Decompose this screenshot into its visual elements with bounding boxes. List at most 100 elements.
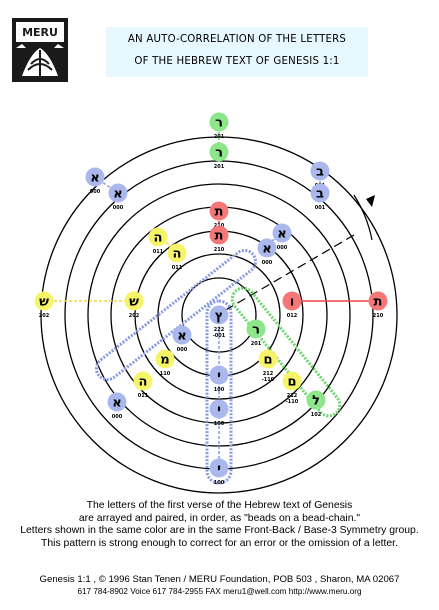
bead-number: 001 (315, 205, 326, 211)
bead-number: 110 (160, 371, 171, 377)
bead-letter: ר (215, 146, 223, 161)
bead-circle (209, 399, 229, 419)
bead-letter: ב (316, 165, 324, 180)
bead-letter: א (112, 396, 121, 411)
line-he (157, 236, 178, 251)
bead-tav-right: ת 210 (368, 291, 388, 319)
bead-yod-2: י 100 (209, 399, 229, 427)
bead-circle (124, 291, 144, 311)
caption-line-4: This pattern is strong enough to correct… (41, 537, 398, 549)
bead-circle (282, 291, 302, 311)
bead-chain-diagram: ר201ר201ב001ב001א000א000ת210ת210א000א000… (34, 112, 398, 494)
bead-number: 210 (214, 247, 225, 253)
bead-circle (282, 371, 302, 391)
bead-letter: א (277, 227, 286, 242)
bead-he-bottom: ה 011 (133, 371, 153, 399)
bead-letter: א (90, 171, 99, 186)
bead-number: 100 (214, 387, 225, 393)
bead-number: -110 (286, 399, 299, 405)
bead-circle (209, 112, 229, 132)
bead-letter: ב (316, 187, 324, 202)
bead-alef-bottom: א 000 (107, 392, 127, 420)
bead-number: 102 (311, 412, 322, 418)
bead-letter: א (262, 242, 271, 257)
arrow-arc (353, 194, 373, 241)
bead-lamed-bottom: ל 102 (306, 390, 326, 418)
loop-blue-left (94, 248, 258, 382)
bead-circle (209, 201, 229, 221)
bead-circle (85, 167, 105, 187)
bead-letter: ש (39, 295, 49, 310)
bead-mem-left: מ 110 (155, 349, 175, 377)
bead-number: 000 (113, 205, 124, 211)
bead-alef-right-2: א 000 (257, 238, 277, 266)
meru-logo: MERU (12, 18, 68, 82)
caption: The letters of the first verse of the He… (0, 500, 439, 550)
title-line-1: AN AUTO-CORRELATION OF THE LETTERS (127, 34, 347, 45)
bead-circle (209, 365, 229, 385)
bead-samekh-right: ם 212-110 (282, 371, 302, 405)
arrow-path (353, 194, 375, 241)
bead-number: 212 (287, 393, 298, 399)
bead-letter: ל (312, 394, 320, 409)
bead-circle (155, 349, 175, 369)
bead-circle (209, 305, 229, 325)
bead-alef-outer: א 000 (85, 167, 105, 195)
bead-letter: ה (139, 375, 148, 390)
bead-number: 202 (39, 313, 50, 319)
bead-number: 210 (373, 313, 384, 319)
bead-circle (310, 183, 330, 203)
bead-number: 201 (251, 341, 262, 347)
bead-number: 222 (214, 327, 225, 333)
bead-yod-1: י 100 (209, 365, 229, 393)
bead-number: 000 (177, 347, 188, 353)
bead-letter: ת (215, 229, 224, 244)
bead-letter: ו (290, 295, 294, 310)
loop-outlines (94, 248, 342, 485)
bead-letter: ר (252, 323, 260, 338)
bead-bet-inner: ב 001 (310, 183, 330, 211)
bead-letter: ם (287, 375, 296, 390)
bead-number: 212 (263, 371, 274, 377)
bead-number: 000 (90, 189, 101, 195)
bead-circle (108, 183, 128, 203)
bead-number: 100 (214, 421, 225, 427)
bead-number: 012 (287, 313, 298, 319)
bead-circle (368, 291, 388, 311)
bead-vav-right: ו 012 (282, 291, 302, 319)
bead-circle (167, 243, 187, 263)
bead-circle (172, 325, 192, 345)
bead-letter: א (177, 329, 186, 344)
bead-circle (246, 319, 266, 339)
bead-circle (306, 390, 326, 410)
footer: Genesis 1:1 , © 1996 Stan Tenen / MERU F… (0, 574, 439, 597)
bead-circle (133, 371, 153, 391)
bead-letter: מ (160, 353, 169, 368)
bead-letter: ת (374, 295, 383, 310)
bead-circle (258, 349, 278, 369)
bead-circle (310, 161, 330, 181)
bead-number: 000 (112, 414, 123, 420)
bead-letter: ר (215, 116, 223, 131)
caption-line-3: Letters shown in the same color are in t… (20, 525, 419, 537)
bead-letter: י (217, 369, 221, 384)
arrowhead-icon (366, 195, 375, 207)
bead-shin-left: ש 202 (34, 291, 54, 319)
bead-circle (34, 291, 54, 311)
bead-number: 202 (129, 313, 140, 319)
bead-number: 011 (138, 393, 149, 399)
bead-number: 011 (172, 265, 183, 271)
caption-line-2: are arrayed and paired, in order, as "be… (78, 512, 361, 524)
bead-alef-center: א 000 (172, 325, 192, 353)
beads: ר201ר201ב001ב001א000א000ת210ת210א000א000… (34, 112, 388, 486)
logo-text: MERU (22, 26, 58, 39)
bead-letter: ם (263, 353, 272, 368)
bead-letter: י (217, 403, 221, 418)
bead-number: 000 (262, 260, 273, 266)
bead-letter: ה (154, 231, 163, 246)
